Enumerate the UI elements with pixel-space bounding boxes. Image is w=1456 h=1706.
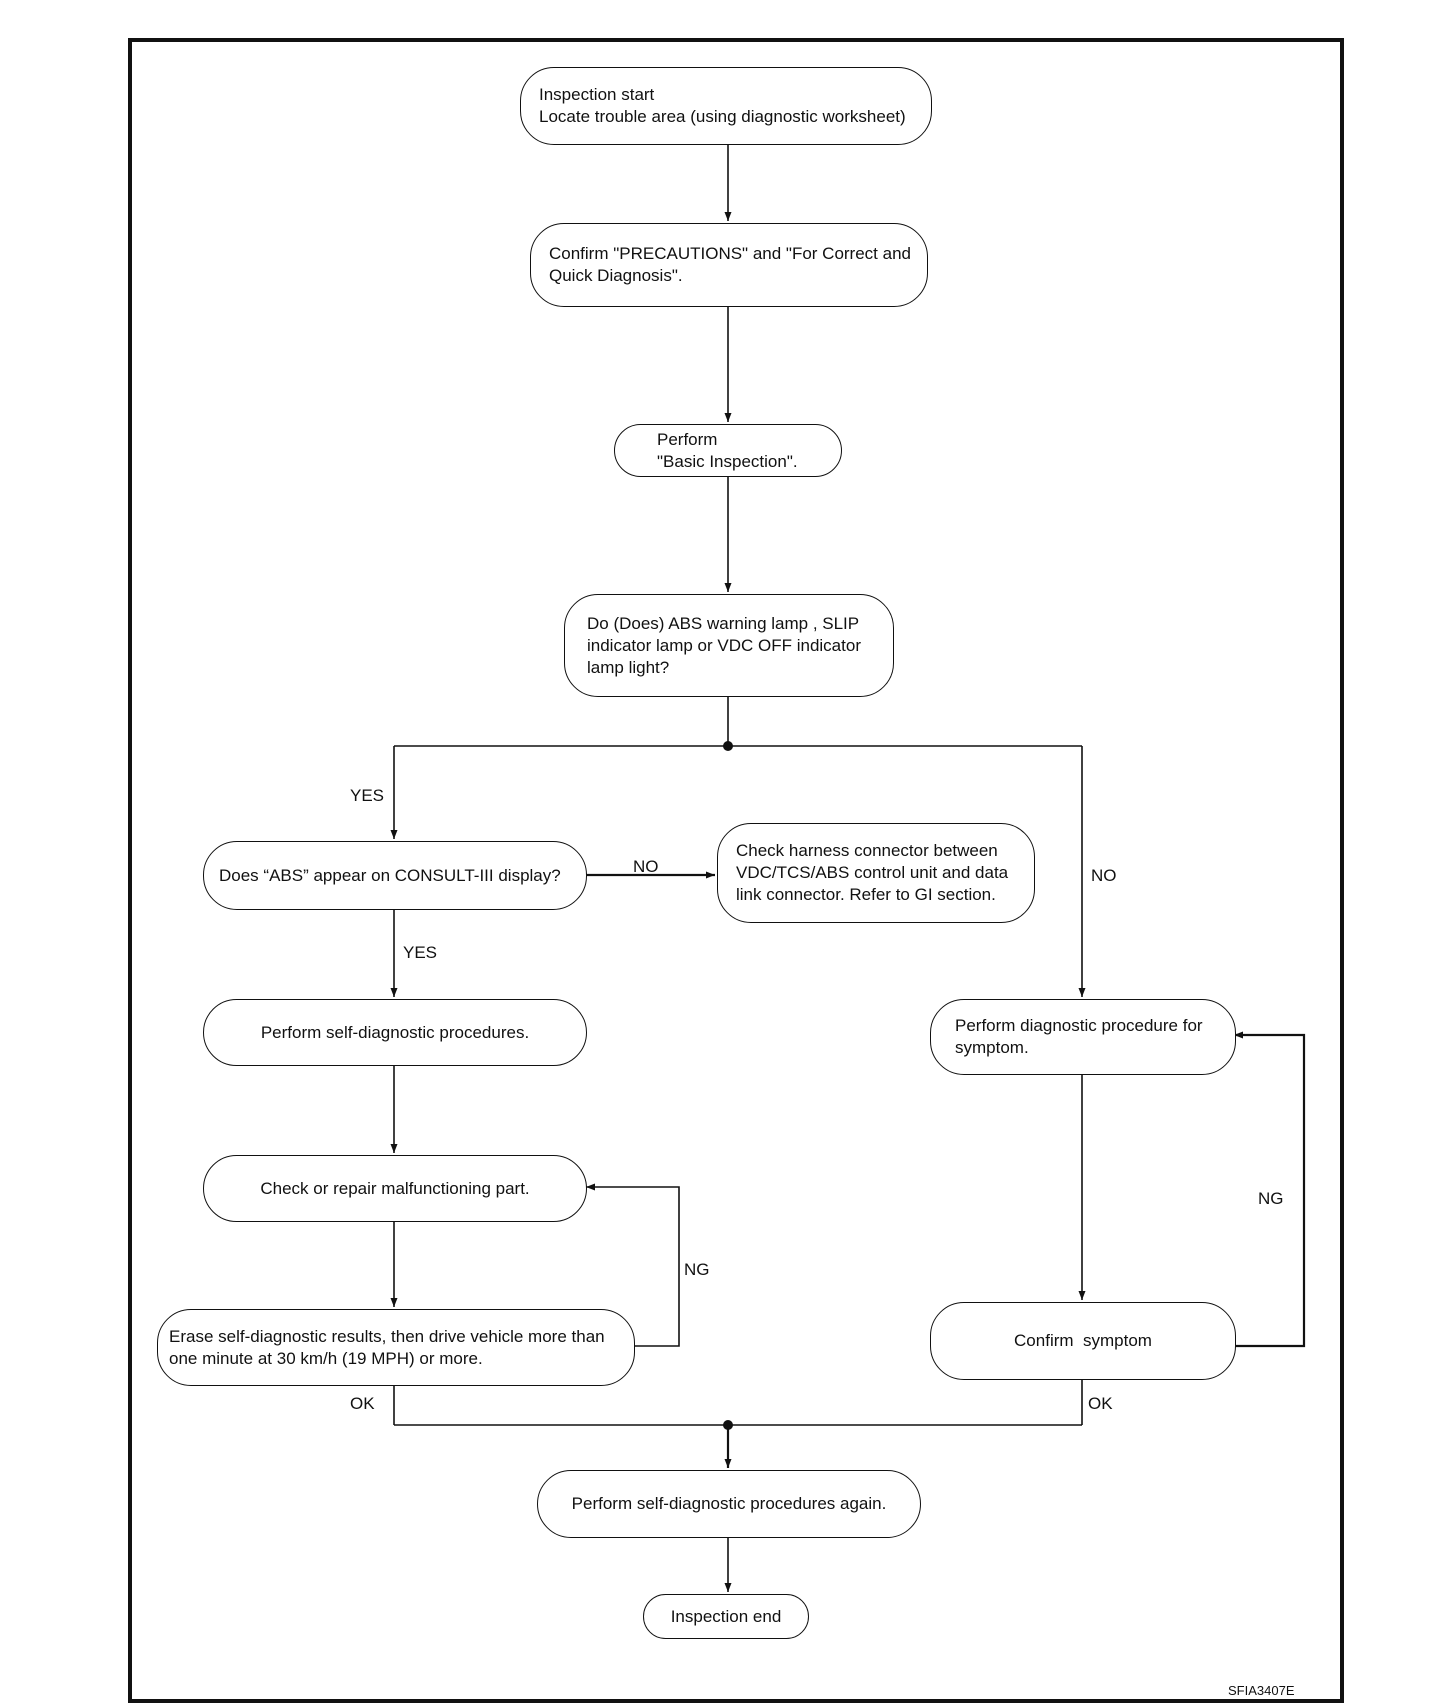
node-text: Confirm symptom [1014,1331,1152,1350]
node-text: indicator lamp or VDC OFF indicator [587,635,861,655]
node-text: symptom. [955,1038,1029,1057]
label-ok-right: OK [1088,1394,1113,1413]
node-text: Perform self-diagnostic procedures. [260,1022,530,1042]
node-text: Do (Does) ABS warning lamp , SLIP [587,613,860,633]
label-ng-left: NG [684,1260,710,1279]
node-text: lamp light? [587,657,670,677]
node-confirm-precautions: Confirm "PRECAUTIONS" and "For Correct a… [530,223,928,307]
node-text: "Basic Inspection". [657,451,798,471]
node-text: Check or repair malfunctioning part. [260,1178,530,1198]
arrow-confirm-ng-loop [1234,1031,1306,1348]
branch-junction-dot [723,741,733,751]
node-text: one minute at 30 km/h (19 MPH) or more. [169,1348,483,1368]
node-harness-check: Check harness connector between VDC/TCS/… [717,823,1035,923]
node-text: Erase self-diagnostic results, then driv… [169,1326,605,1346]
node-abs-display-question: Does “ABS” appear on CONSULT-III display… [203,841,587,910]
node-self-diagnostic: Perform self-diagnostic procedures. [203,999,587,1066]
node-text: Does “ABS” appear on CONSULT-III display… [219,865,561,885]
node-confirm-symptom: Confirm symptom [930,1302,1236,1380]
figure-code: SFIA3407E [1228,1683,1295,1698]
node-text: Perform self-diagnostic procedures again… [571,1494,887,1513]
node-inspection-end: Inspection end [643,1594,809,1639]
node-text: Perform [657,429,718,449]
node-inspection-start: Inspection start Locate trouble area (us… [520,67,932,145]
node-text: Locate trouble area (using diagnostic wo… [539,107,906,126]
label-yes-left: YES [350,786,385,805]
node-self-diagnostic-again: Perform self-diagnostic procedures again… [537,1470,921,1538]
node-text: Check harness connector between [736,841,998,860]
node-text: Inspection start [539,85,655,104]
node-symptom-procedure: Perform diagnostic procedure for symptom… [930,999,1236,1075]
node-text: link connector. Refer to GI section. [736,885,996,904]
label-no-harness: NO [633,857,659,876]
node-warning-lamp-question: Do (Does) ABS warning lamp , SLIP indica… [564,594,894,697]
label-ng-right: NG [1258,1189,1284,1208]
arrow-erase-ng-loop [586,1183,680,1347]
node-text: Inspection end [670,1606,782,1626]
diagram-frame [128,38,1344,1703]
node-erase-results: Erase self-diagnostic results, then driv… [157,1309,635,1386]
node-basic-inspection: Perform "Basic Inspection". [614,424,842,477]
node-text: VDC/TCS/ABS control unit and data [736,863,1009,882]
merge-junction-dot [723,1420,733,1430]
label-ok-left: OK [350,1394,375,1413]
label-no-right: NO [1091,866,1117,885]
node-text: Perform diagnostic procedure for [955,1016,1203,1035]
node-repair-part: Check or repair malfunctioning part. [203,1155,587,1222]
label-yes-self-diag: YES [403,943,438,962]
node-text: Quick Diagnosis". [549,266,683,285]
node-text: Confirm "PRECAUTIONS" and "For Correct a… [549,244,911,263]
